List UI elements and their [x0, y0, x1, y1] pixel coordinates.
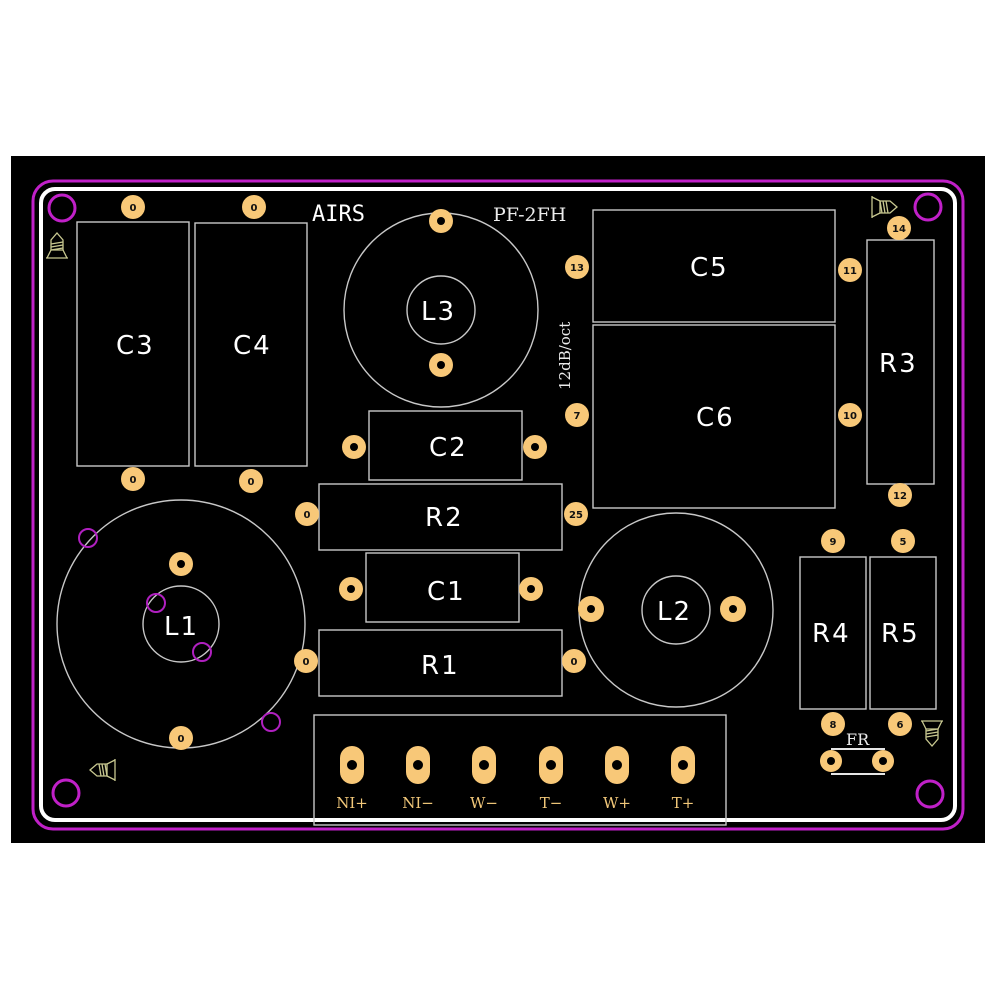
svg-text:0: 0	[130, 203, 137, 214]
board-outline-keepout	[31, 179, 965, 831]
component-r2[interactable]: R2	[318, 483, 563, 551]
r1-label: R1	[421, 651, 460, 681]
via	[146, 593, 166, 613]
brand-label: AIRS	[312, 202, 365, 227]
c4-label: C4	[233, 331, 272, 361]
svg-text:NI+: NI+	[336, 794, 368, 812]
terminal-1[interactable]: NI−	[402, 746, 434, 812]
pad-r2-left[interactable]: 0	[295, 502, 319, 526]
c6-label: C6	[696, 403, 735, 433]
pad-r2-right[interactable]: 25	[564, 502, 588, 526]
pad-l1-bottom[interactable]: 0	[169, 726, 193, 750]
pad-c6-right[interactable]: 10	[838, 403, 862, 427]
r2-label: R2	[425, 503, 464, 533]
terminal-2[interactable]: W−	[470, 746, 498, 812]
terminal-block	[313, 714, 727, 826]
pad-r5-top[interactable]: 5	[891, 529, 915, 553]
slope-label: 12dB/oct	[556, 322, 574, 390]
component-r1[interactable]: R1	[318, 629, 563, 697]
svg-text:0: 0	[178, 734, 185, 745]
svg-text:13: 13	[570, 263, 584, 274]
svg-text:0: 0	[571, 657, 578, 668]
pad-r3-bottom[interactable]: 12	[888, 483, 912, 507]
pad-c5-right[interactable]: 11	[838, 258, 862, 282]
pad-c6-left[interactable]: 7	[565, 403, 589, 427]
svg-text:10: 10	[843, 411, 857, 422]
svg-text:5: 5	[900, 537, 907, 548]
pad-c4-bottom[interactable]: 0	[239, 469, 263, 493]
c3-label: C3	[116, 331, 155, 361]
svg-text:11: 11	[843, 266, 857, 277]
svg-text:W−: W−	[470, 794, 498, 812]
pad-c3-bottom[interactable]: 0	[121, 467, 145, 491]
component-c6[interactable]: C6	[592, 324, 836, 509]
pad-r4-bottom[interactable]: 8	[821, 712, 845, 736]
terminal-pads: NI+ NI− W− T− W+ T+	[336, 746, 695, 812]
svg-text:9: 9	[830, 537, 837, 548]
fr-label: FR	[846, 730, 870, 749]
svg-text:0: 0	[248, 477, 255, 488]
pad-c3-top[interactable]: 0	[121, 195, 145, 219]
svg-text:0: 0	[130, 475, 137, 486]
r4-label: R4	[812, 619, 851, 649]
component-c3[interactable]: C3	[76, 221, 190, 467]
component-r4[interactable]: R4	[799, 556, 867, 710]
mounting-hole-bottom-right	[915, 779, 945, 809]
pad-r5-bottom[interactable]: 6	[888, 712, 912, 736]
svg-text:8: 8	[830, 720, 837, 731]
terminal-0[interactable]: NI+	[336, 746, 368, 812]
screw-icon	[921, 720, 943, 747]
component-c2[interactable]: C2	[368, 410, 523, 481]
screw-icon	[871, 196, 898, 218]
via	[192, 642, 212, 662]
svg-text:6: 6	[897, 720, 904, 731]
model-label: PF-2FH	[493, 204, 566, 226]
r3-label: R3	[879, 349, 918, 379]
pad-r4-top[interactable]: 9	[821, 529, 845, 553]
l2-label: L2	[657, 597, 692, 627]
mounting-hole-top-left	[47, 193, 77, 223]
pad-r1-right[interactable]: 0	[562, 649, 586, 673]
svg-text:W+: W+	[603, 794, 631, 812]
via	[261, 712, 281, 732]
mounting-hole-top-right	[913, 192, 943, 222]
component-c5[interactable]: C5	[592, 209, 836, 323]
c1-label: C1	[427, 577, 466, 607]
pads-plain	[169, 209, 746, 622]
svg-text:T+: T+	[672, 794, 695, 812]
svg-text:T−: T−	[540, 794, 563, 812]
svg-text:25: 25	[569, 510, 583, 521]
terminal-5[interactable]: T+	[671, 746, 695, 812]
terminal-3[interactable]: T−	[539, 746, 563, 812]
pad-r3-top[interactable]: 14	[887, 216, 911, 240]
c2-label: C2	[429, 433, 468, 463]
mounting-hole-bottom-left	[51, 778, 81, 808]
terminal-4[interactable]: W+	[603, 746, 631, 812]
pad-c4-top[interactable]: 0	[242, 195, 266, 219]
pad-r1-left[interactable]: 0	[294, 649, 318, 673]
c5-label: C5	[690, 253, 729, 283]
component-c1[interactable]: C1	[365, 552, 520, 623]
svg-text:12: 12	[893, 491, 907, 502]
pcb-board	[11, 156, 985, 843]
svg-text:14: 14	[892, 224, 906, 235]
vias	[78, 528, 281, 732]
svg-text:0: 0	[304, 510, 311, 521]
screw-icon	[89, 759, 116, 781]
svg-text:7: 7	[574, 411, 581, 422]
board-outline-edge	[39, 187, 957, 822]
svg-text:0: 0	[303, 657, 310, 668]
svg-text:NI−: NI−	[402, 794, 434, 812]
pad-c5-left[interactable]: 13	[565, 255, 589, 279]
component-c4[interactable]: C4	[194, 222, 308, 467]
l3-label: L3	[421, 297, 456, 327]
screw-icon	[46, 232, 68, 259]
via	[78, 528, 98, 548]
r5-label: R5	[881, 619, 920, 649]
component-fr[interactable]: FR	[820, 730, 894, 775]
l1-label: L1	[164, 612, 199, 642]
pads-numbered: 0 0 0 0 13 11 14 12 7 10 0 25 0 0 0 9 8 …	[121, 195, 915, 750]
svg-text:0: 0	[251, 203, 258, 214]
component-r5[interactable]: R5	[869, 556, 937, 710]
